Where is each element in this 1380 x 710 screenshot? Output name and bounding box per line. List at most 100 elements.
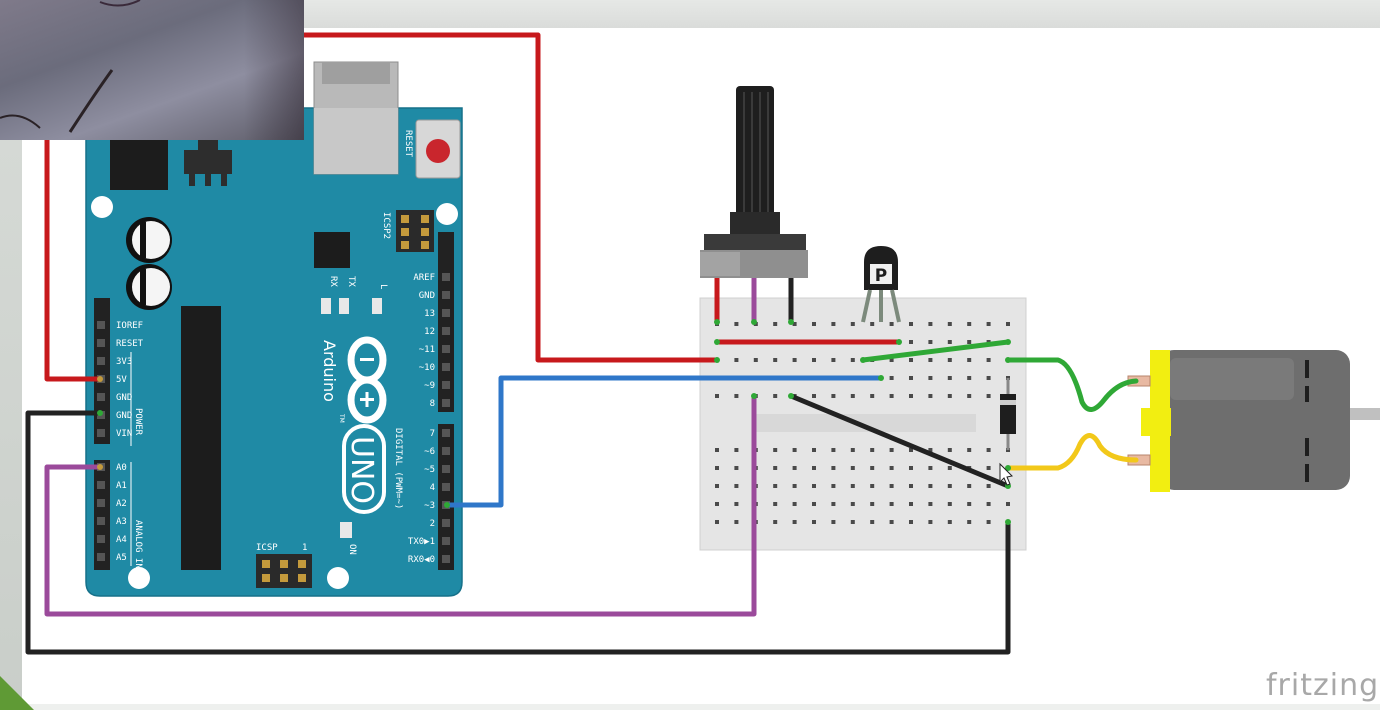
breadboard-hole[interactable] — [850, 520, 855, 524]
breadboard-hole[interactable] — [792, 358, 797, 362]
transistor[interactable]: P — [861, 246, 901, 323]
breadboard-hole[interactable] — [909, 322, 913, 326]
breadboard-hole[interactable] — [715, 520, 719, 524]
header-pin[interactable] — [97, 481, 105, 489]
breadboard-hole[interactable] — [831, 394, 836, 398]
wire-gnd-black[interactable] — [25, 410, 1011, 655]
breadboard-hole[interactable] — [792, 484, 797, 488]
breadboard-hole[interactable] — [870, 502, 875, 506]
breadboard-hole[interactable] — [909, 376, 913, 380]
wire-black-diagonal[interactable] — [788, 393, 1011, 489]
breadboard-hole[interactable] — [928, 448, 933, 452]
breadboard-hole[interactable] — [909, 466, 913, 470]
breadboard-hole[interactable] — [734, 322, 739, 326]
breadboard-hole[interactable] — [715, 484, 719, 488]
breadboard-hole[interactable] — [850, 502, 855, 506]
breadboard-hole[interactable] — [773, 520, 778, 524]
wire-motor-yellow[interactable] — [1005, 433, 1139, 471]
header-pin[interactable] — [442, 381, 450, 389]
breadboard-hole[interactable] — [773, 358, 778, 362]
breadboard-hole[interactable] — [909, 394, 913, 398]
breadboard-hole[interactable] — [870, 394, 875, 398]
header-pin[interactable] — [97, 553, 105, 561]
diode[interactable] — [1000, 378, 1016, 450]
header-pin[interactable] — [442, 483, 450, 491]
breadboard-hole[interactable] — [947, 520, 952, 524]
breadboard-hole[interactable] — [909, 502, 913, 506]
header-pin[interactable] — [97, 499, 105, 507]
breadboard-hole[interactable] — [792, 448, 797, 452]
breadboard-hole[interactable] — [812, 322, 816, 326]
breadboard-hole[interactable] — [850, 466, 855, 470]
header-pin[interactable] — [97, 517, 105, 525]
breadboard-hole[interactable] — [812, 394, 816, 398]
breadboard-hole[interactable] — [734, 394, 739, 398]
breadboard-hole[interactable] — [734, 448, 739, 452]
breadboard-hole[interactable] — [986, 466, 991, 470]
breadboard-hole[interactable] — [986, 322, 991, 326]
breadboard-hole[interactable] — [831, 484, 836, 488]
breadboard-hole[interactable] — [850, 448, 855, 452]
breadboard-hole[interactable] — [947, 448, 952, 452]
breadboard-hole[interactable] — [850, 394, 855, 398]
breadboard-hole[interactable] — [753, 358, 758, 362]
wire-pwm-blue[interactable] — [444, 375, 884, 508]
breadboard-hole[interactable] — [889, 376, 894, 380]
breadboard-hole[interactable] — [889, 322, 894, 326]
arduino-uno-board[interactable]: RESET ICSP2 — [85, 61, 463, 597]
wire-5v-red-rail[interactable] — [301, 32, 720, 363]
breadboard-hole[interactable] — [792, 322, 797, 326]
breadboard-hole[interactable] — [715, 448, 719, 452]
breadboard-hole[interactable] — [870, 466, 875, 470]
breadboard-hole[interactable] — [773, 466, 778, 470]
breadboard-hole[interactable] — [870, 520, 875, 524]
breadboard-hole[interactable] — [947, 358, 952, 362]
breadboard-hole[interactable] — [715, 394, 719, 398]
breadboard-hole[interactable] — [1006, 502, 1010, 506]
header-pin[interactable] — [97, 321, 105, 329]
breadboard-hole[interactable] — [889, 484, 894, 488]
breadboard-hole[interactable] — [928, 394, 933, 398]
breadboard-hole[interactable] — [947, 376, 952, 380]
reset-button[interactable] — [415, 119, 461, 179]
breadboard-hole[interactable] — [928, 358, 933, 362]
breadboard-hole[interactable] — [850, 322, 855, 326]
header-pin[interactable] — [442, 519, 450, 527]
breadboard-hole[interactable] — [909, 448, 913, 452]
breadboard-hole[interactable] — [850, 484, 855, 488]
header-pin[interactable] — [442, 429, 450, 437]
breadboard-hole[interactable] — [773, 448, 778, 452]
breadboard-hole[interactable] — [831, 502, 836, 506]
wire-a0-purple[interactable] — [44, 393, 757, 617]
header-pin[interactable] — [442, 345, 450, 353]
header-pin[interactable] — [97, 357, 105, 365]
breadboard-hole[interactable] — [909, 358, 913, 362]
wire-green-jumper[interactable] — [860, 339, 1011, 363]
breadboard-hole[interactable] — [792, 466, 797, 470]
header-pin[interactable] — [97, 339, 105, 347]
header-pin[interactable] — [97, 429, 105, 437]
breadboard-hole[interactable] — [889, 502, 894, 506]
header-pin[interactable] — [97, 535, 105, 543]
header-pin[interactable] — [442, 465, 450, 473]
breadboard-hole[interactable] — [947, 502, 952, 506]
breadboard-hole[interactable] — [734, 502, 739, 506]
header-pin[interactable] — [442, 273, 450, 281]
dc-motor[interactable] — [1127, 350, 1380, 492]
breadboard-hole[interactable] — [870, 322, 875, 326]
header-pin[interactable] — [442, 363, 450, 371]
header-pin[interactable] — [442, 327, 450, 335]
breadboard-hole[interactable] — [812, 466, 816, 470]
breadboard-hole[interactable] — [986, 394, 991, 398]
breadboard-hole[interactable] — [928, 376, 933, 380]
breadboard-hole[interactable] — [947, 394, 952, 398]
breadboard-hole[interactable] — [812, 520, 816, 524]
breadboard-hole[interactable] — [947, 340, 952, 344]
breadboard-hole[interactable] — [831, 358, 836, 362]
breadboard-hole[interactable] — [909, 520, 913, 524]
breadboard-hole[interactable] — [909, 340, 913, 344]
wire-5v-red[interactable] — [44, 137, 103, 382]
breadboard-hole[interactable] — [773, 394, 778, 398]
breadboard-hole[interactable] — [967, 484, 972, 488]
breadboard-hole[interactable] — [831, 448, 836, 452]
